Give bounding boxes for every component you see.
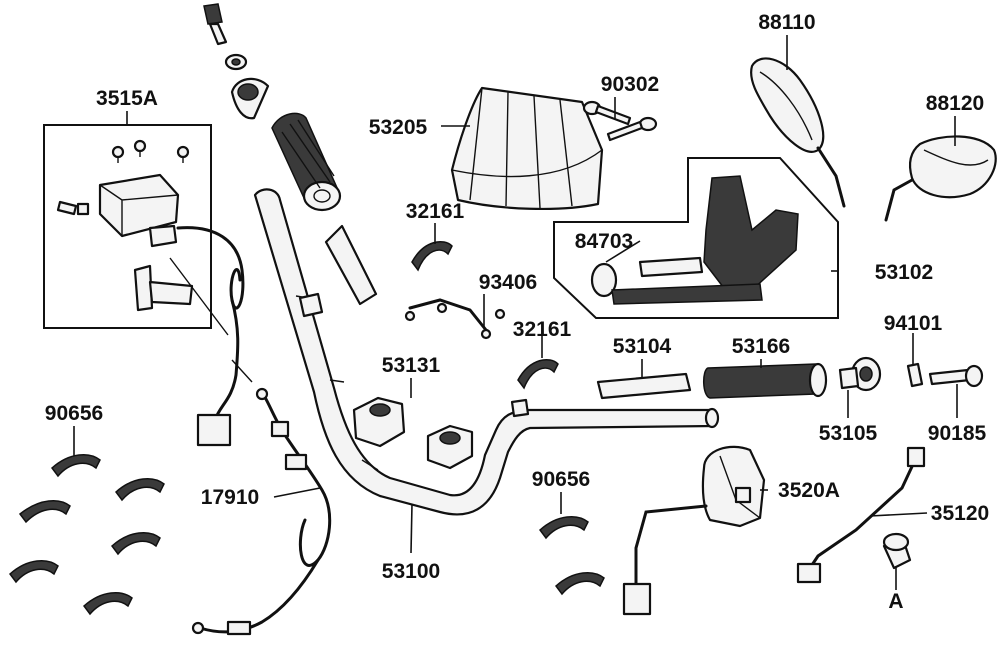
bolts-90302 bbox=[582, 100, 658, 142]
handlebar bbox=[253, 188, 720, 516]
label-53205: 53205 bbox=[369, 116, 428, 139]
label-53102: 53102 bbox=[875, 261, 933, 284]
mirror-right bbox=[750, 57, 846, 208]
throttle-housing-assembly bbox=[43, 124, 253, 447]
wire-harness-35120 bbox=[796, 446, 926, 584]
wire-bracket bbox=[404, 298, 506, 340]
label-53105: 53105 bbox=[819, 422, 878, 445]
label-3515A: 3515A bbox=[96, 87, 158, 110]
clip-32161-lower bbox=[517, 358, 559, 390]
label-94101: 94101 bbox=[884, 312, 943, 335]
label-53166: 53166 bbox=[732, 335, 790, 358]
grip-end-53105 bbox=[838, 356, 882, 392]
windscreen bbox=[450, 86, 604, 211]
clip-32161-upper bbox=[411, 240, 453, 272]
label-17910: 17910 bbox=[201, 486, 259, 509]
throttle-cable bbox=[191, 387, 332, 636]
right-grip bbox=[703, 362, 828, 399]
washer-94101 bbox=[906, 362, 924, 388]
left-grip bbox=[271, 112, 342, 212]
label-90302: 90302 bbox=[601, 73, 659, 96]
label-93406: 93406 bbox=[479, 271, 537, 294]
right-switch-housing bbox=[622, 445, 766, 616]
label-88120: 88120 bbox=[926, 92, 984, 115]
clip-90656-middle-upper bbox=[538, 516, 589, 540]
mirror-left bbox=[884, 135, 997, 222]
label-53104: 53104 bbox=[613, 335, 672, 358]
label-88110: 88110 bbox=[758, 11, 815, 34]
throttle-sleeve bbox=[324, 224, 378, 306]
label-32161-lower: 32161 bbox=[513, 318, 572, 341]
label-3520A: 3520A bbox=[778, 479, 840, 502]
label-90656-middle: 90656 bbox=[532, 468, 590, 491]
label-32161-upper: 32161 bbox=[406, 200, 465, 223]
bolt-90185 bbox=[928, 364, 984, 388]
meter-bracket-assembly bbox=[553, 157, 839, 319]
label-90656-left: 90656 bbox=[45, 402, 103, 425]
bar-end-weight-parts bbox=[203, 3, 270, 120]
label-84703: 84703 bbox=[575, 230, 633, 253]
cable-clips-left bbox=[8, 454, 165, 616]
clip-90656-middle-lower bbox=[554, 572, 605, 596]
label-90185: 90185 bbox=[928, 422, 987, 445]
throttle-tube-53104 bbox=[596, 372, 692, 400]
label-35120: 35120 bbox=[931, 502, 989, 525]
leader-lines bbox=[73, 35, 958, 590]
label-53131: 53131 bbox=[382, 354, 441, 377]
label-53100: 53100 bbox=[382, 560, 440, 583]
handlebar-clamps bbox=[352, 396, 474, 470]
label-A: A bbox=[888, 590, 903, 613]
assembly-box-53102 bbox=[553, 157, 839, 319]
grommet-A bbox=[882, 532, 912, 570]
